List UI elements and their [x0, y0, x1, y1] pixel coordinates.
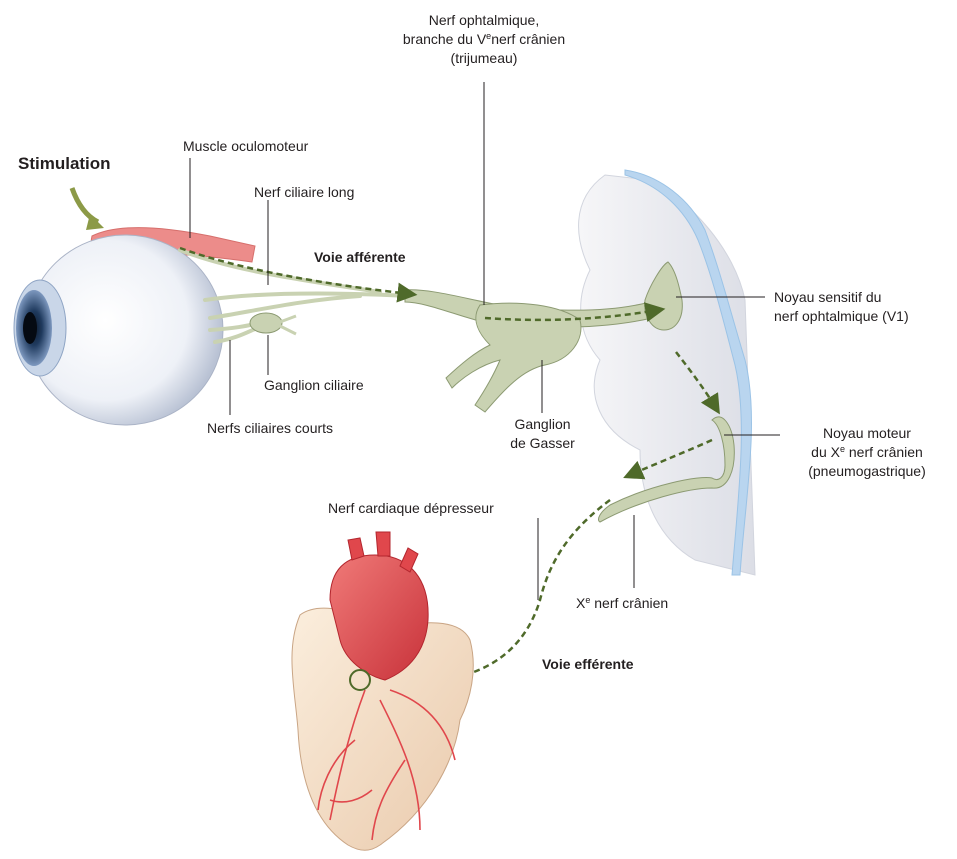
label-noyau-moteur: Noyau moteur du Xe nerf crânien (pneumog…	[782, 424, 952, 481]
label-voie-afferente: Voie afférente	[314, 248, 406, 267]
label-nerf-ciliaire-long: Nerf ciliaire long	[254, 183, 354, 202]
label-noyau-sensitif: Noyau sensitif du nerf ophtalmique (V1)	[774, 288, 909, 326]
stimulation-arrow	[72, 188, 98, 222]
label-nerf-ophtalmique: Nerf ophtalmique, branche du Venerf crân…	[364, 11, 604, 68]
ganglion-ciliaire	[250, 313, 282, 333]
label-ganglion-gasser: Ganglion de Gasser	[490, 415, 595, 453]
label-stimulation: Stimulation	[18, 154, 111, 173]
label-muscle-oculomoteur: Muscle oculomoteur	[183, 137, 308, 156]
label-nerf-cardiaque: Nerf cardiaque dépresseur	[328, 499, 494, 518]
label-voie-efferente: Voie efférente	[542, 655, 634, 674]
label-xe-nerf-cranien: Xe nerf crânien	[576, 594, 668, 613]
pupil	[23, 312, 37, 344]
label-ganglion-ciliaire: Ganglion ciliaire	[264, 376, 364, 395]
label-nerfs-ciliaires-courts: Nerfs ciliaires courts	[207, 419, 333, 438]
